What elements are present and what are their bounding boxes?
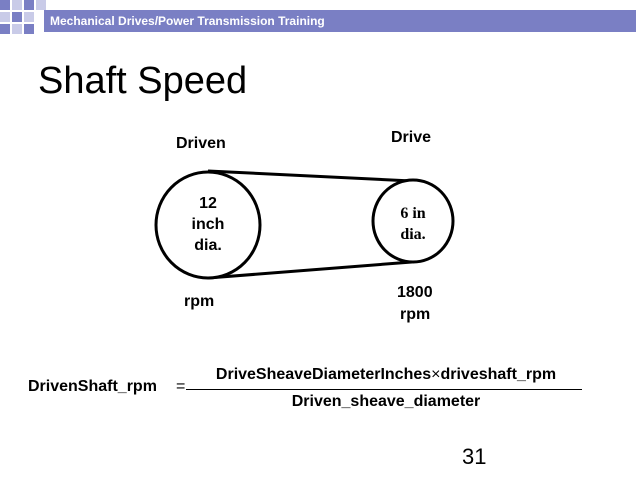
decor-square xyxy=(24,12,34,22)
driven-pulley-line: 12 xyxy=(199,195,217,212)
drive-pulley-line: dia. xyxy=(400,226,426,243)
decor-square xyxy=(0,24,10,34)
drive-pulley-circle xyxy=(371,178,455,264)
decor-square xyxy=(12,12,22,22)
belt-top-line xyxy=(207,169,413,183)
driven-pulley-line: dia. xyxy=(194,237,222,254)
header-bar xyxy=(44,10,636,32)
driven-pulley-circle xyxy=(154,170,262,280)
drive-rpm-value: 1800 xyxy=(397,284,433,301)
slide-number: 31 xyxy=(462,444,487,469)
driven-pulley-label: 12 inch dia. xyxy=(178,193,238,256)
decor-square xyxy=(12,0,22,10)
drive-rpm-unit: rpm xyxy=(400,306,431,323)
driven-label: Driven xyxy=(176,135,226,152)
belt-bottom-line xyxy=(207,260,413,280)
equation-denominator: Driven_sheave_diameter xyxy=(291,393,481,410)
equation-numerator: DriveSheaveDiameterInches×driveshaft_rpm xyxy=(188,366,584,384)
drive-pulley-line: 6 in xyxy=(400,205,426,222)
fraction-bar xyxy=(186,389,582,390)
decor-square xyxy=(24,24,34,34)
equation-lhs: DrivenShaft_rpm xyxy=(28,378,157,395)
decor-square xyxy=(0,12,10,22)
decor-square xyxy=(0,0,10,10)
numerator-left: DriveSheaveDiameterInches xyxy=(215,366,432,383)
equals-sign: = xyxy=(176,378,186,395)
slide-title: Shaft Speed xyxy=(38,60,248,102)
drive-label: Drive xyxy=(391,129,432,146)
driven-pulley-line: inch xyxy=(191,216,225,233)
decor-square xyxy=(24,0,34,10)
times-sign: × xyxy=(431,366,441,383)
decor-square xyxy=(12,24,22,34)
header-title: Mechanical Drives/Power Transmission Tra… xyxy=(50,14,325,28)
numerator-right: driveshaft_rpm xyxy=(440,366,557,383)
decor-square xyxy=(36,0,46,10)
drive-pulley-label: 6 in dia. xyxy=(383,203,443,245)
driven-rpm-label: rpm xyxy=(184,293,215,310)
